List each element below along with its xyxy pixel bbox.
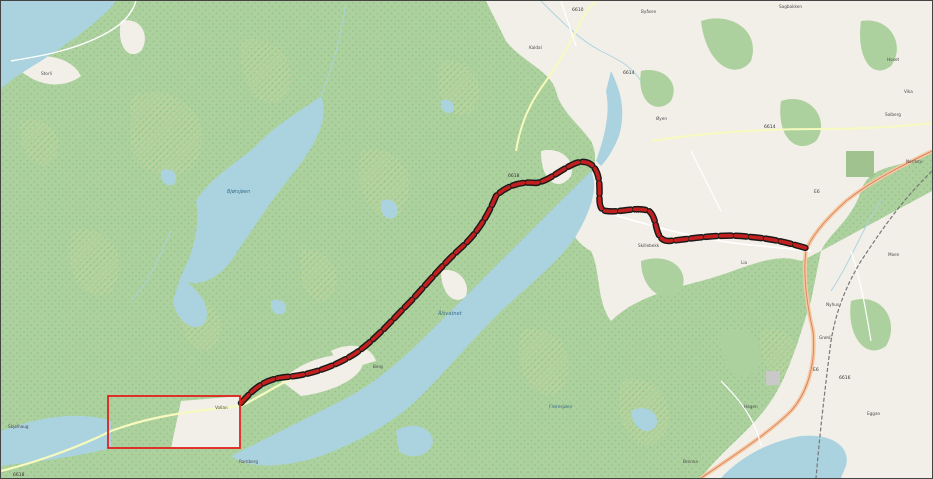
secondary-road-north xyxy=(515,1,597,152)
place-label: Hoset xyxy=(887,57,899,62)
streams xyxy=(130,1,882,302)
place-label: Grønli xyxy=(819,335,832,340)
place-label: Nordstu xyxy=(906,159,923,164)
water-label-big-lake: Bjørsjøen xyxy=(227,189,250,195)
place-label: Storli xyxy=(41,71,52,76)
lake-west xyxy=(1,415,111,466)
water-label-center-lake: Ålsvatnet xyxy=(437,310,463,317)
place-label: Moen xyxy=(888,252,900,257)
place-label: Skillebekk xyxy=(638,243,660,248)
water-label-small-lake: Fiskesjøen xyxy=(549,404,573,410)
place-label: Vollan xyxy=(215,405,228,410)
pond-3 xyxy=(631,408,657,431)
fjord xyxy=(1,1,116,89)
pond-1 xyxy=(380,199,398,219)
place-label: Hagen xyxy=(744,404,758,409)
road-label: 6616 xyxy=(839,375,851,381)
place-label: Nyhus xyxy=(826,302,839,307)
place-label: Vika xyxy=(904,89,913,94)
secondary-road-south xyxy=(1,378,292,473)
river-north xyxy=(596,71,623,166)
lake-southeast xyxy=(721,435,847,478)
road-label: 6610 xyxy=(572,7,584,13)
road-label: 6618 xyxy=(508,173,520,179)
route[interactable] xyxy=(237,158,813,407)
secondary-road-east xyxy=(650,122,932,142)
dashed-route-line xyxy=(239,160,811,405)
pond-5 xyxy=(440,99,454,113)
road-label: E6 xyxy=(813,367,819,373)
road-label: E6 xyxy=(814,189,820,195)
place-label: Solberg xyxy=(885,112,901,117)
forest-islands xyxy=(640,18,897,376)
lake-small xyxy=(396,425,433,457)
heath-patches xyxy=(20,39,798,446)
place-label: Kaldal xyxy=(529,45,542,50)
place-label: Sagbakken xyxy=(779,4,802,9)
place-label: Øyen xyxy=(656,116,667,121)
farmland-patch xyxy=(846,151,874,177)
lake-big-b xyxy=(173,276,207,328)
industrial-patch xyxy=(766,371,780,385)
road-labels: 6610 6614 6618 E6 E6 6614 6618 6616 xyxy=(13,7,851,478)
open-land xyxy=(11,1,932,478)
lake-big xyxy=(181,96,324,284)
place-label: Eggan xyxy=(867,411,881,416)
place-label: Lia xyxy=(741,260,747,265)
pond-4 xyxy=(270,299,287,315)
place-label: Brenna xyxy=(683,459,698,464)
pond-2 xyxy=(160,169,177,186)
place-label: Skjølhaug xyxy=(8,424,29,429)
place-label: Byåsen xyxy=(641,9,657,14)
road-label: 6618 xyxy=(13,472,25,478)
road-label: 6614 xyxy=(764,124,776,130)
water-bodies xyxy=(1,1,847,478)
road-label: 6614 xyxy=(623,70,635,76)
place-label: Ramberg xyxy=(239,459,258,464)
highlight-rectangle xyxy=(107,395,241,449)
place-label: Berg xyxy=(373,364,383,369)
